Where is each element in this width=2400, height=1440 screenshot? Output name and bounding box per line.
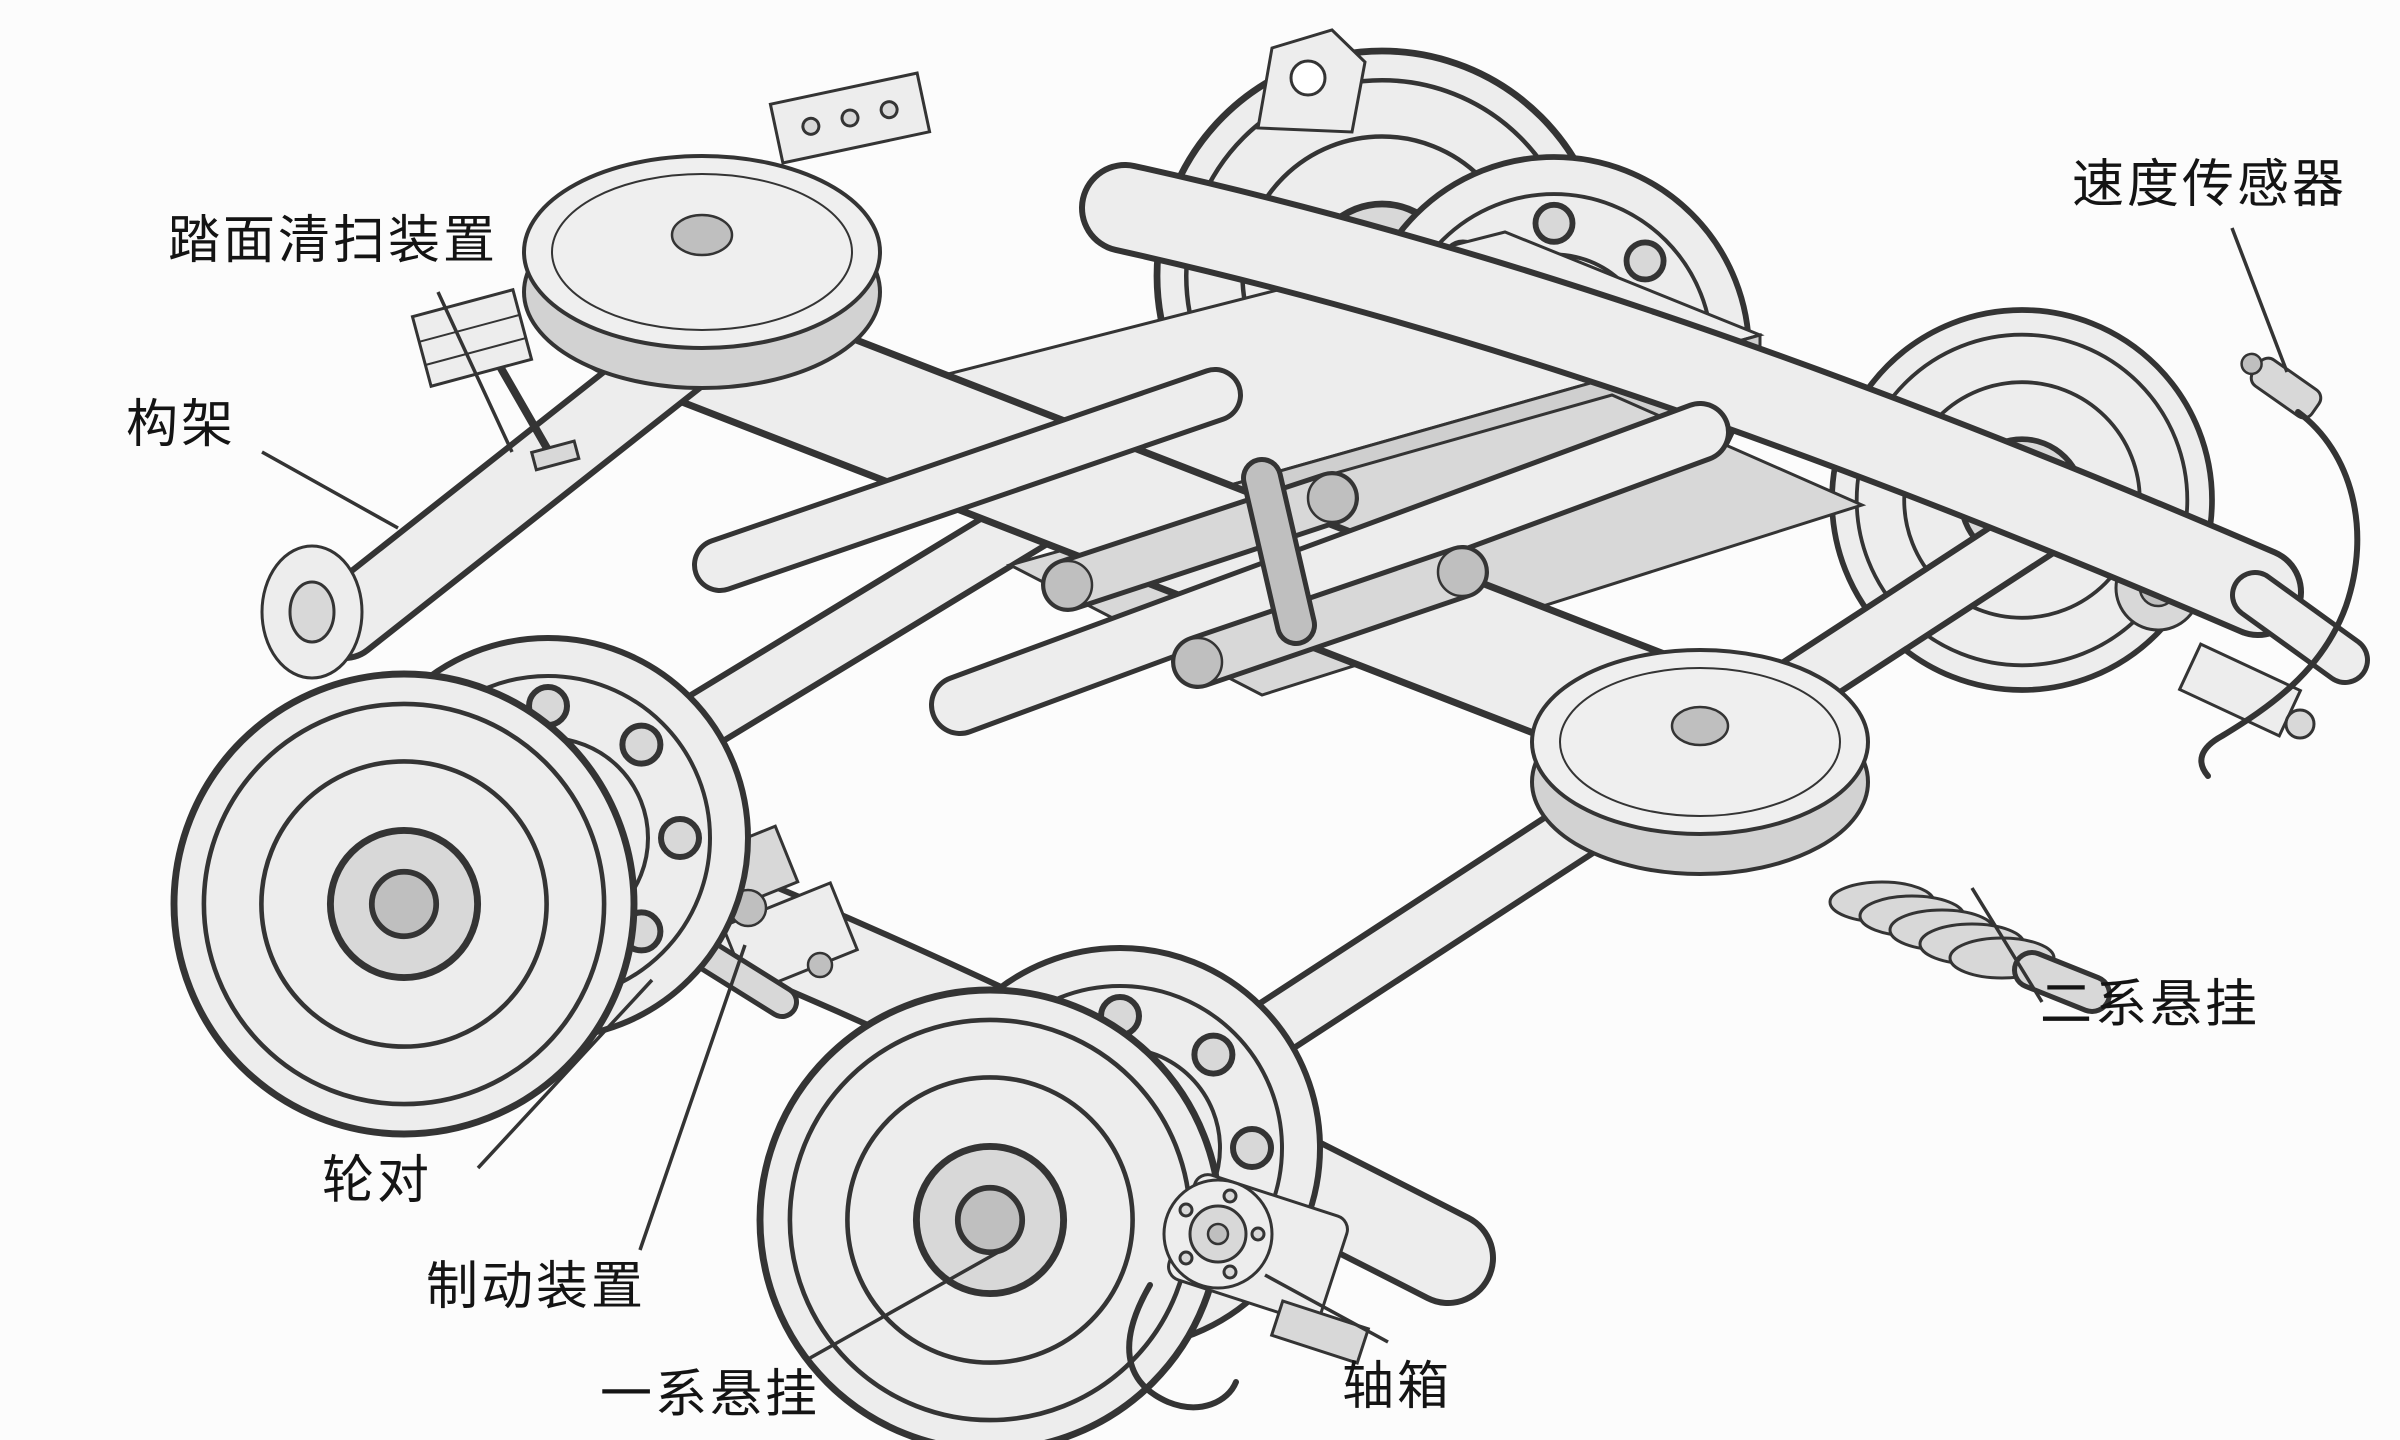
- label-speed-sensor: 速度传感器: [2072, 155, 2348, 215]
- lateral-damper-2: [1171, 545, 1489, 689]
- left-frame-arm: [306, 299, 744, 661]
- left-end-plate: [260, 544, 364, 680]
- axle-box-hose: [1126, 1282, 1239, 1411]
- label-tread-cleaner: 踏面清扫装置: [168, 211, 499, 271]
- speed-sensor-device: [2240, 352, 2323, 420]
- leader-axle-box: [1264, 1273, 1389, 1344]
- axle-box: [1126, 1173, 1371, 1411]
- label-frame: 构架: [126, 395, 237, 455]
- leader-tread-cleaner: [436, 291, 514, 453]
- air-spring-left: [522, 154, 882, 390]
- top-mount-plate: [768, 71, 932, 165]
- leader-secondary-suspension: [1970, 887, 2044, 1003]
- vertical-damper: [1241, 457, 1317, 646]
- tread-cleaning-device: [410, 287, 581, 472]
- leader-frame: [261, 450, 399, 530]
- leader-speed-sensor: [2230, 227, 2289, 373]
- left-near-wheel: [174, 674, 634, 1134]
- cross-beam-1: [692, 367, 1243, 593]
- air-spring-right: [1530, 648, 1870, 876]
- label-brake-device: 制动装置: [426, 1257, 647, 1317]
- leader-brake-device: [638, 944, 747, 1251]
- coupling-bellows: [1828, 880, 2112, 1014]
- leader-wheelset: [476, 978, 654, 1170]
- leader-primary-suspension: [809, 1248, 1003, 1360]
- label-secondary-suspension: 二系悬挂: [2040, 975, 2261, 1035]
- label-wheelset: 轮对: [322, 1151, 433, 1211]
- right-near-wheel: [760, 990, 1220, 1440]
- far-side-frame-beam: [1079, 162, 2304, 638]
- speed-sensor-cable: [2198, 409, 2361, 779]
- right-end-bracket: [2177, 570, 2370, 740]
- label-primary-suspension: 一系悬挂: [600, 1365, 821, 1425]
- cross-beam-2: [929, 401, 1731, 736]
- label-axle-box: 轴箱: [1342, 1357, 1453, 1417]
- body-bracket: [1256, 28, 1367, 134]
